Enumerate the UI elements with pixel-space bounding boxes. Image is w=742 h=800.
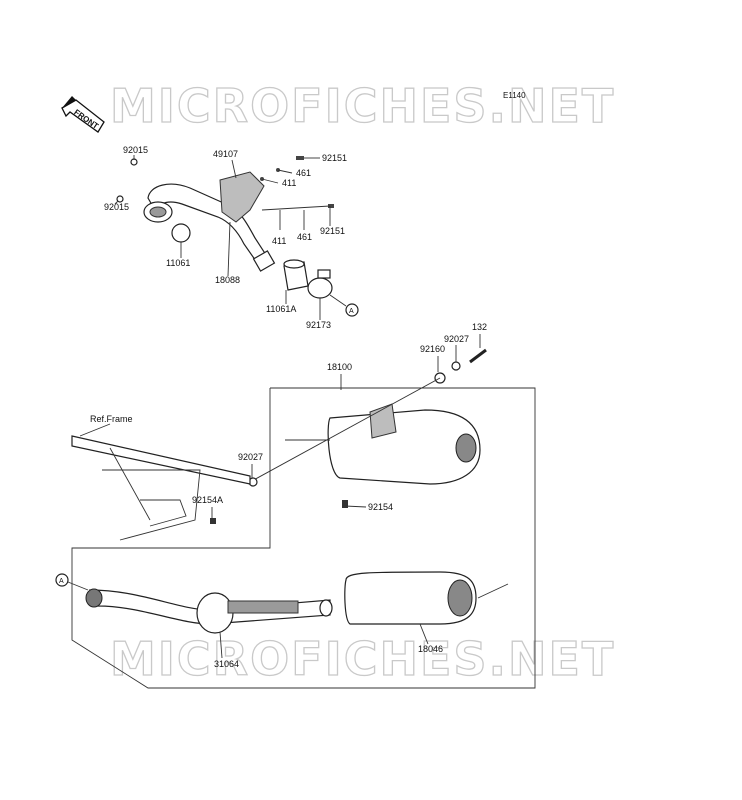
label-461-top: 461 (296, 168, 311, 178)
label-18100: 18100 (327, 362, 352, 372)
label-92015-top: 92015 (123, 145, 148, 155)
label-92160: 92160 (420, 344, 445, 354)
muffler-mount-bolts (249, 348, 487, 483)
nut-92015-left (116, 195, 124, 203)
watermark-top: MICROFICHES.NET (110, 79, 615, 133)
gasket-ring (171, 223, 191, 243)
heat-guard (219, 171, 265, 223)
bolt-92151-bottom (328, 204, 334, 208)
label-18046: 18046 (418, 644, 443, 654)
label-92027-left: 92027 (238, 452, 263, 462)
label-92015-left: 92015 (104, 202, 129, 212)
label-ref-frame: Ref.Frame (90, 414, 133, 424)
label-49107: 49107 (213, 149, 238, 159)
label-92027-top: 92027 (444, 334, 469, 344)
muffler-group-outline (71, 387, 536, 689)
label-92151-bottom: 92151 (320, 226, 345, 236)
label-18088: 18088 (215, 275, 240, 285)
bolt-92154 (342, 500, 348, 508)
label-92154: 92154 (368, 502, 393, 512)
label-92151-top: 92151 (322, 153, 347, 163)
front-arrow-icon: FRONT (61, 96, 105, 133)
tail-pipe (55, 573, 333, 634)
label-92173: 92173 (306, 320, 331, 330)
silencer (344, 571, 509, 625)
label-31064: 31064 (214, 659, 239, 669)
callout-a-top: A (349, 308, 354, 315)
header-pipe (143, 183, 276, 272)
muffler (285, 403, 481, 485)
label-11061A: 11061A (266, 304, 296, 314)
label-461-bottom: 461 (297, 232, 312, 242)
label-411-bottom: 411 (272, 236, 286, 246)
callout-a-bottom: A (59, 578, 64, 585)
label-11061: 11061 (166, 258, 190, 268)
label-92154A: 92154A (192, 495, 223, 505)
bolt-92151-top (296, 156, 304, 160)
joint-pipe (283, 259, 309, 291)
watermark-bottom: MICROFICHES.NET (110, 632, 615, 686)
label-132: 132 (472, 322, 487, 332)
label-411-top: 411 (282, 178, 296, 188)
frame (71, 435, 251, 541)
diagram-code: E1140 (503, 91, 526, 100)
